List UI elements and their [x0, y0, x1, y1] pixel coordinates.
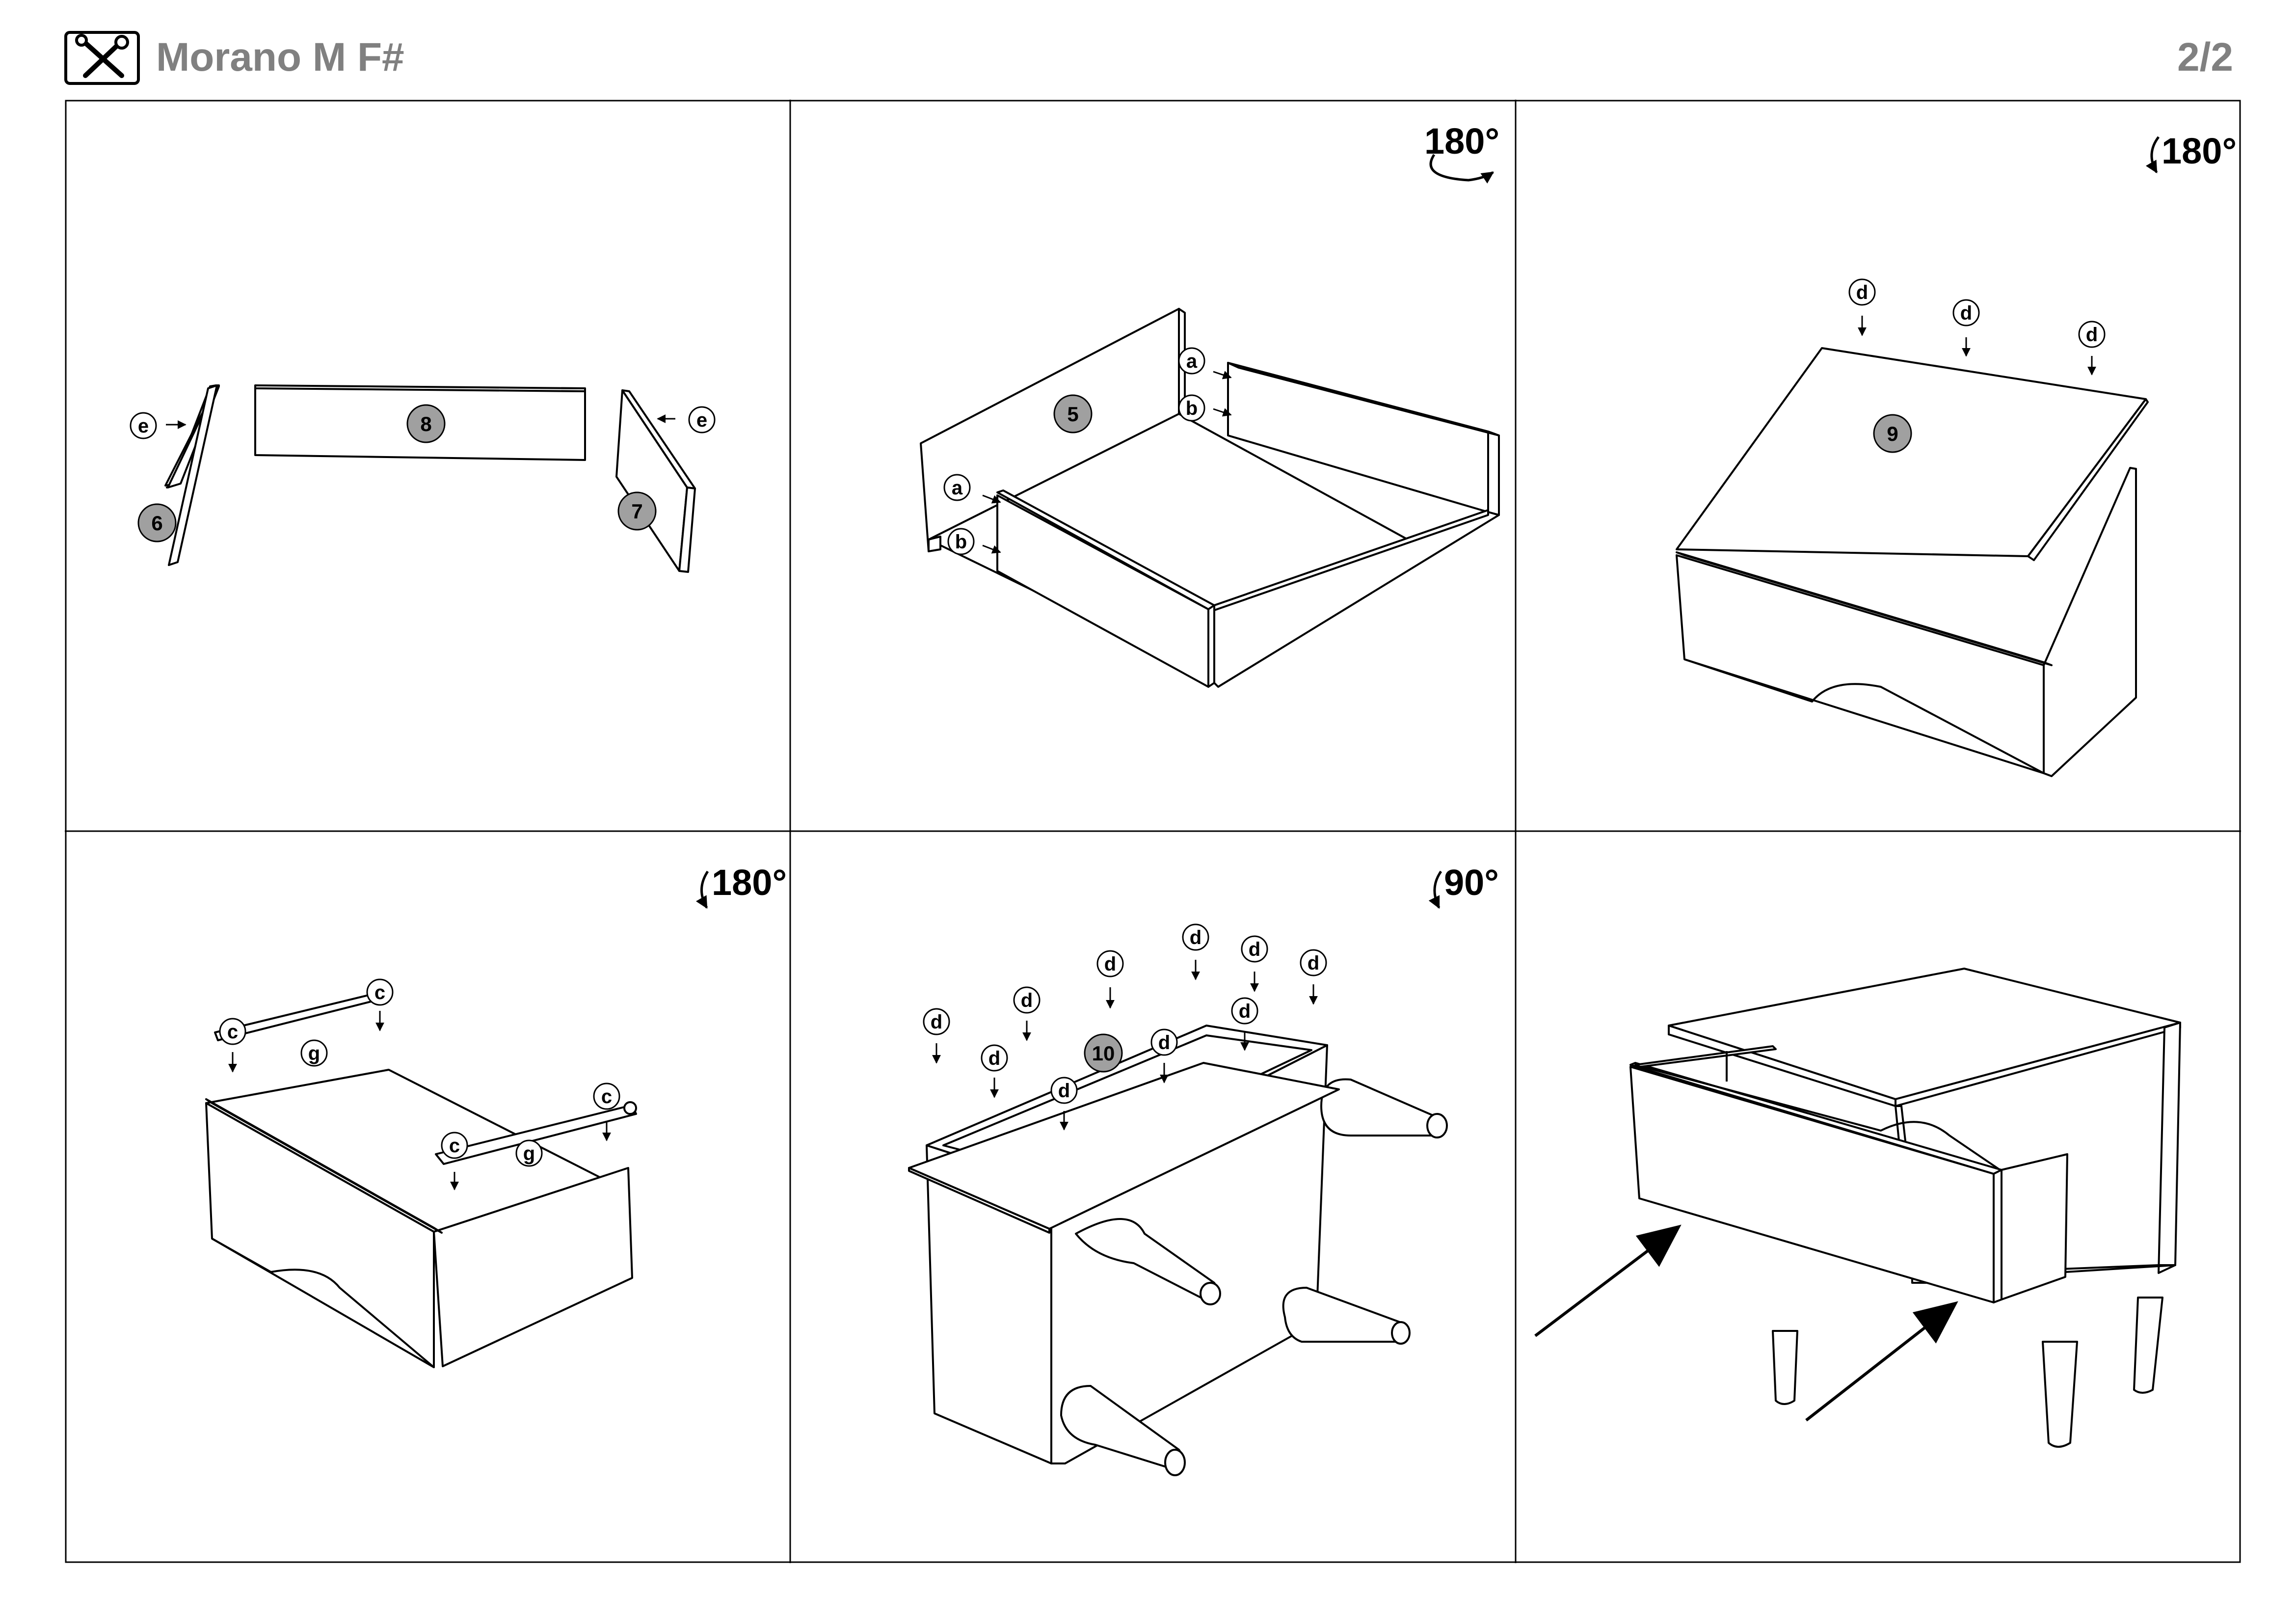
push-arrows — [1534, 1224, 1958, 1422]
part-number: 8 — [420, 412, 431, 435]
fitting-label: d — [1158, 1032, 1170, 1054]
part-number: 9 — [1887, 422, 1898, 445]
fitting-label: c — [449, 1135, 460, 1157]
rotation-label: 180° — [2162, 131, 2237, 171]
fitting-label: a — [1186, 351, 1198, 372]
fitting-label: e — [696, 409, 707, 431]
fitting-label: d — [1190, 927, 1201, 948]
page-number: 2/2 — [2177, 35, 2233, 80]
fitting-label: d — [1021, 990, 1033, 1011]
step-5 — [908, 1025, 1448, 1476]
rotate-icon — [1429, 154, 1495, 184]
rotate-icon — [2145, 136, 2160, 174]
part-number: 5 — [1067, 403, 1078, 426]
fitting-label: d — [2086, 324, 2098, 346]
fitting-label: d — [1058, 1080, 1070, 1102]
fitting-label: c — [601, 1086, 612, 1108]
fitting-label: d — [1104, 953, 1116, 975]
fitting-label: c — [374, 982, 385, 1003]
fitting-label: d — [1960, 302, 1972, 324]
fitting-label: d — [1308, 952, 1319, 974]
part-number: 10 — [1092, 1042, 1115, 1065]
fitting-label: d — [1249, 939, 1260, 960]
tools-icon — [64, 31, 140, 85]
step-2 — [920, 308, 1500, 688]
assembly-grid: 180° 180° 180° 90° — [65, 100, 2241, 1563]
fitting-label: g — [308, 1043, 320, 1064]
fitting-label: a — [952, 477, 963, 499]
fitting-label: e — [138, 415, 149, 437]
rotate-icon — [1428, 870, 1442, 909]
fitting-label: d — [1856, 282, 1868, 303]
rotation-label: 180° — [712, 862, 787, 903]
rotation-label: 180° — [1424, 121, 1499, 162]
fitting-label: g — [523, 1143, 535, 1164]
fitting-label: b — [1186, 398, 1198, 419]
fitting-label: c — [227, 1021, 238, 1043]
fitting-label: b — [955, 531, 967, 553]
rotate-icon — [695, 870, 709, 909]
header: Morano M F# 2/2 — [0, 0, 2296, 98]
part-number: 7 — [631, 500, 642, 523]
step-6 — [1629, 968, 2181, 1448]
fitting-label: d — [1239, 1001, 1251, 1022]
fitting-label: d — [988, 1048, 1000, 1069]
part-number: 6 — [151, 512, 162, 535]
step-3 — [1676, 347, 2149, 777]
step-4 — [205, 989, 637, 1368]
rotation-label: 90° — [1444, 862, 1499, 903]
fitting-label: d — [931, 1011, 942, 1033]
page-title: Morano M F# — [156, 35, 404, 80]
